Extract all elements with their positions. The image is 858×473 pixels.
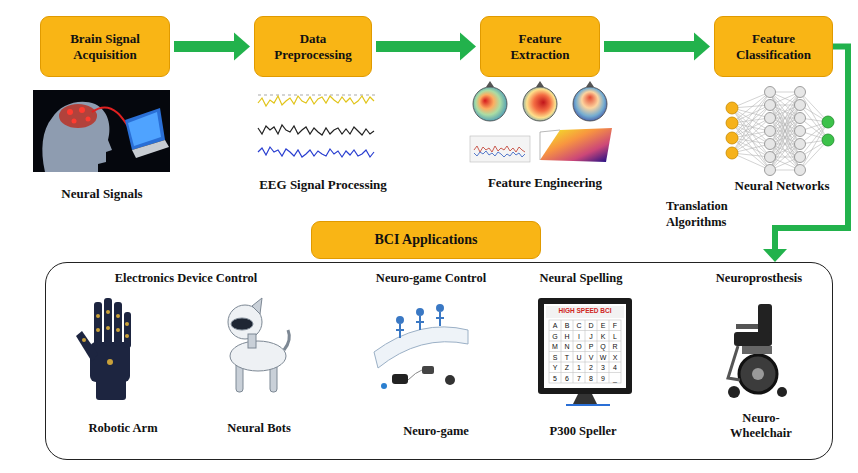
robotic-hand-picture — [76, 298, 131, 400]
flow-arrow — [763, 47, 848, 263]
arrow-head — [763, 249, 787, 262]
speller-cell: Z — [565, 363, 569, 372]
box-text: Feature Extraction — [489, 31, 591, 63]
speller-cell: I — [578, 332, 580, 341]
arrow-shaft — [604, 41, 694, 52]
neural-network-picture — [726, 87, 834, 176]
item-caption: Robotic Arm — [88, 421, 157, 436]
brain-laptop-picture — [33, 90, 170, 172]
speller-cell: 7 — [577, 374, 581, 383]
speller-cell: A — [553, 321, 558, 330]
speller-cell: C — [576, 321, 581, 330]
speller-cell: 5 — [553, 374, 557, 383]
image-caption: Feature Engineering — [488, 175, 602, 191]
flow-arrow — [174, 33, 250, 61]
group-heading: Neural Spelling — [540, 271, 623, 286]
speller-cell: U — [576, 353, 581, 362]
speller-cell: 8 — [589, 374, 593, 383]
speller-cell: K — [601, 332, 606, 341]
speller-cell: N — [564, 342, 569, 351]
speller-cell: 6 — [565, 374, 569, 383]
speller-cell: L — [613, 332, 617, 341]
process-box: Feature Extraction — [480, 16, 600, 77]
speller-cell: H — [564, 332, 569, 341]
arrow-head — [234, 33, 250, 61]
topomaps — [470, 81, 612, 162]
speller-cell: J — [589, 332, 593, 341]
speller-cell: W — [600, 353, 607, 362]
image-caption: Neural Networks — [735, 178, 830, 194]
speller-cell: _ — [613, 374, 617, 383]
speller-cell: V — [589, 353, 594, 362]
item-caption: P300 Speller — [549, 424, 616, 439]
arrow-shaft — [376, 41, 460, 52]
speller-cell: B — [565, 321, 570, 330]
speller-cell: Q — [600, 342, 605, 351]
item-caption: Neuro-game — [403, 424, 469, 439]
speller-cell: E — [601, 321, 606, 330]
speller-cell: T — [565, 353, 569, 362]
box-text: Data Preprocessing — [263, 31, 363, 63]
speller-cell: G — [552, 332, 557, 341]
speller-cell: 1 — [577, 363, 581, 372]
speller-cell: 2 — [589, 363, 593, 372]
arrow-caption: Translation Algorithms — [666, 198, 744, 230]
group-heading: Neuro-game Control — [376, 271, 486, 286]
neuro-game-picture — [374, 305, 468, 389]
arrow-shaft — [174, 41, 234, 52]
speller-cell: 4 — [613, 363, 617, 372]
group-heading: Neuroprosthesis — [716, 271, 802, 286]
speller-cell: R — [612, 342, 617, 351]
group-heading: Electronics Device Control — [115, 271, 258, 286]
eeg-traces — [258, 95, 375, 157]
speller-cell: S — [553, 353, 558, 362]
box-text: Feature Classification — [723, 31, 824, 63]
item-caption: Neuro- Wheelchair — [721, 411, 801, 441]
process-box: Feature Classification — [714, 16, 833, 77]
flow-arrow — [604, 33, 710, 61]
speller-cell: O — [576, 342, 581, 351]
process-box: Brain Signal Acquisition — [40, 16, 170, 77]
section-header-box: BCI Applications — [311, 221, 541, 259]
process-box: Data Preprocessing — [254, 16, 372, 77]
item-caption: Neural Bots — [227, 421, 291, 436]
speller-cell: P — [589, 342, 594, 351]
wheelchair-picture — [728, 304, 787, 398]
speller-cell: Y — [553, 363, 558, 372]
speller-monitor-picture — [538, 298, 632, 405]
flow-arrow — [376, 33, 476, 61]
applications-panel: Electronics Device ControlRobotic Arm Neu… — [45, 262, 833, 460]
image-caption: Neural Signals — [61, 186, 142, 202]
robot-dog-picture — [228, 298, 289, 392]
box-text: Brain Signal Acquisition — [49, 31, 161, 63]
arrow-head — [460, 33, 476, 61]
image-caption: EEG Signal Processing — [259, 177, 387, 193]
speller-cell: X — [613, 353, 618, 362]
speller-cell: M — [552, 342, 558, 351]
box-text: BCI Applications — [374, 232, 477, 248]
speller-cell: 9 — [601, 374, 605, 383]
screen-header: HIGH SPEED BCI — [558, 307, 611, 315]
arrow-head — [694, 33, 710, 61]
speller-cell: 3 — [601, 363, 605, 372]
speller-cell: F — [613, 321, 617, 330]
speller-cell: D — [588, 321, 593, 330]
